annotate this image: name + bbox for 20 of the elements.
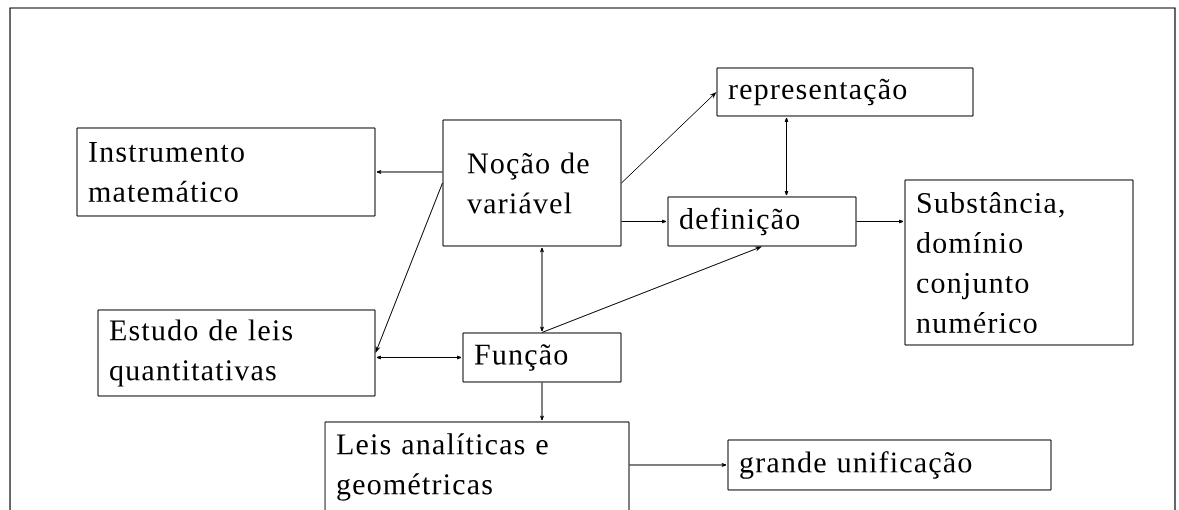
- arrow: [621, 219, 667, 224]
- arrow: [540, 247, 544, 332]
- concept-box: Substância, domínio conjunto numérico: [904, 179, 1134, 346]
- concept-box: Estudo de leis quantitativas: [97, 309, 376, 397]
- concept-box: representação: [716, 67, 974, 117]
- concept-box: Leis analíticas e geométricas: [324, 421, 630, 510]
- arrow: [376, 355, 462, 360]
- concept-box: grande unificação: [727, 439, 1052, 491]
- arrow: [621, 92, 716, 184]
- concept-box: Noção de variável: [442, 119, 622, 247]
- concept-box: definição: [667, 196, 857, 247]
- arrow: [541, 246, 762, 333]
- arrow: [376, 170, 443, 174]
- concept-box: Instrumento matemático: [76, 127, 376, 217]
- arrow: [540, 382, 544, 421]
- arrow: [629, 463, 727, 467]
- arrow: [856, 219, 904, 224]
- arrow: [784, 117, 789, 196]
- arrow: [375, 182, 443, 353]
- concept-box: Função: [462, 332, 622, 383]
